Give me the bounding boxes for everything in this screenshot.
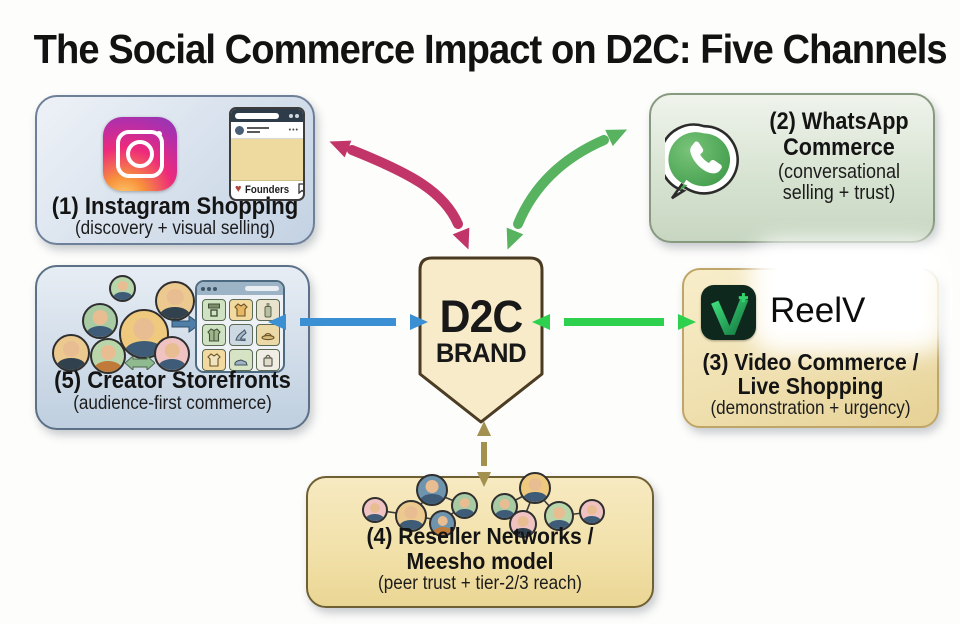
creator-card-title: (5) Creator Storefronts — [54, 367, 291, 394]
instagram-lens — [126, 140, 154, 168]
reseller-avatar — [491, 493, 518, 520]
product-tile-tshirt — [202, 349, 226, 371]
reseller-avatar — [451, 492, 478, 519]
instagram-post-mockup: ••• ♥ Founders — [229, 107, 305, 201]
video-d2c-arrow-icon — [532, 314, 696, 330]
storefront-browser-bar — [197, 282, 283, 295]
window-dots — [289, 113, 299, 118]
instagram-icon — [103, 117, 177, 191]
post-image — [231, 139, 303, 181]
whatsapp-card-subtitle-1: (conversational — [777, 160, 901, 183]
post-caption: Founders — [244, 183, 289, 196]
storefront-products — [197, 295, 283, 371]
d2c-text: D2C — [439, 291, 524, 342]
post-header-lines — [247, 125, 269, 135]
reseller-avatar — [395, 500, 427, 532]
instagram-card-title: (1) Instagram Shopping — [51, 193, 299, 220]
creator-avatar — [52, 334, 90, 372]
instagram-frame — [116, 130, 164, 178]
creator-card-subtitle: (audience-first commerce) — [73, 393, 272, 414]
whatsapp-card-subtitle-2: selling + trust) — [782, 182, 896, 205]
product-tile-hat — [256, 324, 280, 346]
product-tile-bottle — [256, 299, 280, 321]
reseller-avatar — [362, 497, 388, 523]
page-title: The Social Commerce Impact on D2C: Five … — [33, 26, 948, 72]
d2c-brand-label: D2C BRAND — [416, 254, 546, 369]
whatsapp-icon — [658, 123, 743, 203]
creator-avatar — [154, 336, 190, 372]
creator-avatar — [109, 275, 136, 302]
reelv-wordmark: ReelV — [770, 291, 866, 330]
instagram-shopping-card: ••• ♥ Founders (1) Instagram Shopping (d… — [35, 95, 315, 245]
reseller-networks-card: (4) Reseller Networks / Meesho model (pe… — [306, 472, 654, 608]
video-card-title-1: (3) Video Commerce / — [702, 349, 919, 375]
product-tile-sneaker — [229, 349, 253, 371]
whatsapp-commerce-card: (2) WhatsApp Commerce (conversational se… — [649, 93, 935, 243]
creator-avatar — [82, 303, 118, 339]
product-tile-heel — [229, 324, 253, 346]
video-card-subtitle: (demonstration + urgency) — [710, 398, 911, 419]
creator-storefronts-card: (5) Creator Storefronts (audience-first … — [35, 265, 310, 430]
product-tile-shirt — [229, 299, 253, 321]
reseller-avatar — [429, 510, 456, 537]
creator-to-store-arrow-icon — [171, 315, 201, 333]
instagram-card-subtitle: (discovery + visual selling) — [74, 218, 276, 239]
whatsapp-d2c-arrow-icon — [506, 129, 628, 250]
video-card-title-2: Live Shopping — [737, 373, 884, 399]
browser-topbar — [231, 109, 303, 122]
video-commerce-card: ReelV (3) Video Commerce / Live Shopping… — [682, 264, 939, 428]
product-tile-bag — [256, 349, 280, 371]
reseller-avatar — [509, 510, 537, 538]
reseller-card-title-1: (4) Reseller Networks / — [366, 523, 594, 549]
reseller-avatar — [579, 499, 605, 525]
product-tile-jacket — [202, 324, 226, 346]
instagram-flash-dot — [156, 131, 162, 137]
storefront-grid-icon — [195, 280, 285, 373]
more-icon: ••• — [288, 126, 299, 134]
avatar — [235, 125, 244, 135]
product-tile-store — [202, 299, 226, 321]
bookmark-icon — [298, 181, 303, 199]
brand-text: BRAND — [435, 338, 527, 368]
reelv-logo-icon — [701, 285, 756, 340]
reseller-avatar — [544, 501, 574, 531]
reseller-avatar — [519, 472, 551, 504]
whatsapp-text-block: (2) WhatsApp Commerce (conversational se… — [751, 108, 927, 205]
d2c-brand-shield — [416, 254, 546, 430]
creator-exchange-arrow-icon — [125, 356, 155, 370]
post-footer: ♥ Founders — [231, 181, 303, 198]
creator-avatar — [90, 338, 126, 374]
instagram-d2c-arrow-icon — [329, 140, 470, 250]
creator-avatar — [155, 281, 195, 321]
reseller-card-subtitle: (peer trust + tier-2/3 reach) — [378, 573, 582, 594]
whatsapp-card-title-1: (2) WhatsApp — [769, 108, 909, 135]
reseller-avatar — [416, 474, 448, 506]
address-bar — [235, 112, 279, 119]
whatsapp-card-title-2: Commerce — [783, 134, 895, 162]
heart-icon: ♥ — [235, 183, 242, 195]
logo-backplate — [774, 264, 924, 330]
post-header: ••• — [231, 122, 303, 139]
reseller-card-title-2: Meesho model — [406, 548, 554, 574]
